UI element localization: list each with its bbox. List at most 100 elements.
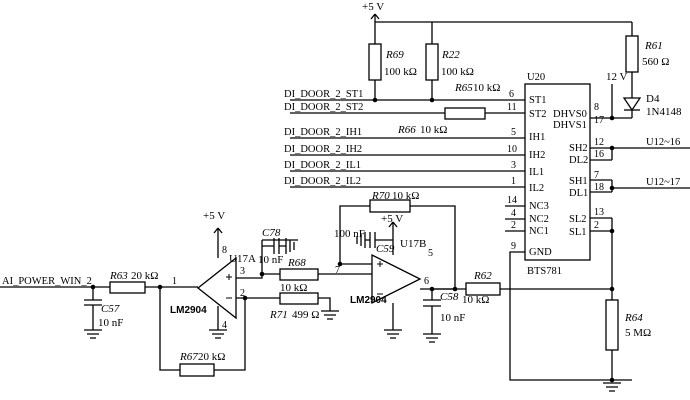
c59-ref: C59	[376, 243, 395, 255]
resistor-r62: R62 10 kΩ	[462, 270, 501, 306]
d4-part: 1N4148	[646, 106, 682, 118]
top-vcc-label: +5 V	[362, 1, 384, 13]
ic-pin-num: 7	[594, 170, 599, 181]
ic-pin-name: SL1	[569, 227, 587, 238]
ic-pin-num: 5	[511, 127, 516, 138]
opamp-b-part: LM2904	[350, 295, 387, 306]
ic-part: BTS781	[527, 266, 562, 277]
signal-il1: DI_DOOR_2_IL1	[284, 160, 361, 171]
resistor-r70: R70 10 kΩ	[369, 190, 419, 213]
opamp-b-ref: U17B	[400, 238, 426, 250]
r66-value: 10 kΩ	[420, 124, 447, 136]
resistor-r61: R61 560 Ω	[625, 35, 669, 73]
r22-ref: R22	[441, 49, 460, 61]
r65-value: 10 kΩ	[473, 82, 500, 94]
r67-value: 20 kΩ	[198, 351, 225, 363]
ic-pin-name: GND	[529, 247, 552, 258]
opamp-b-pin-inv: 5	[428, 248, 433, 259]
ic-pin-name: SH1	[569, 176, 588, 187]
opamp-a-pin-noninv: 3	[240, 266, 245, 277]
ic-pin-name: DL1	[569, 188, 588, 199]
diode-d4: 12 V D4 1N4148	[606, 71, 682, 118]
c57-ref: C57	[101, 303, 120, 315]
resistor-r67: R67 20 kΩ	[179, 351, 225, 377]
r63-ref: R63	[109, 270, 128, 282]
ic-pin-name: ST1	[529, 95, 547, 106]
resistor-r63: R63 20 kΩ	[109, 270, 158, 294]
ic-pin-num: 10	[507, 144, 517, 155]
signal-st1: DI_DOOR_2_ST1	[284, 89, 363, 100]
ic-pin-num: 16	[594, 149, 604, 160]
opamp-a-pin-gnd: 4	[222, 320, 227, 331]
supply-labels: +5 V +5 V +5 V	[203, 1, 403, 234]
r70-value: 10 kΩ	[392, 190, 419, 202]
v12-label: 12 V	[606, 71, 628, 83]
opamp-u17a: 1 3 2 8 4 U17A LM2904	[170, 245, 256, 331]
opamp-a-part: LM2904	[170, 305, 207, 316]
r62-value: 10 kΩ	[462, 294, 489, 306]
resistor-r66: R66 10 kΩ	[397, 124, 447, 136]
r67-ref: R67	[179, 351, 198, 363]
c78-value: 10 nF	[258, 254, 283, 266]
ic-pin-name: NC3	[529, 201, 549, 212]
ic-pin-num: 3	[511, 160, 516, 171]
r69-value: 100 kΩ	[384, 66, 417, 78]
ic-u20: U20 BTS781 ST1 ST2 IH1 IH2 IL1 IL2 NC3 N…	[507, 72, 604, 277]
r66-ref: R66	[397, 124, 416, 136]
c78-ref: C78	[262, 227, 281, 239]
resistor-r68: R68	[279, 257, 319, 281]
ic-pin-num: 2	[594, 220, 599, 231]
opamp-b-pin-noninv: 7	[335, 265, 340, 276]
opamp-a-pin-v: 8	[222, 245, 227, 256]
r61-value: 560 Ω	[642, 56, 669, 68]
ic-pin-num: 12	[594, 137, 604, 148]
ic-pin-num: 14	[507, 195, 517, 206]
output-u12-17: U12~17	[646, 177, 680, 188]
opamp-a-pin-inv: 2	[240, 288, 245, 299]
ic-pin-num: 1	[511, 176, 516, 187]
ic-pin-name: DHVS1	[553, 120, 587, 131]
resistor-r71: 10 kΩ R71 499 Ω	[269, 282, 319, 321]
c57-value: 10 nF	[98, 317, 123, 329]
capacitor-c57: C57 10 nF	[84, 299, 123, 329]
r61-ref: R61	[644, 40, 663, 52]
opamp-a-vcc-label: +5 V	[203, 210, 225, 222]
r64-ref: R64	[624, 312, 643, 324]
ic-pin-name: DHVS0	[553, 109, 587, 120]
r69-ref: R69	[385, 49, 404, 61]
opamp-a-ref: U17A	[229, 253, 256, 265]
opamp-u17b: 7 5 6 U17B LM2904	[335, 238, 433, 306]
r68-value: 10 kΩ	[280, 282, 307, 294]
r71-ref: R71	[269, 309, 288, 321]
r68-ref: R68	[287, 257, 306, 269]
ic-pin-name: SH2	[569, 143, 588, 154]
opamp-b-vcc-label: +5 V	[381, 213, 403, 225]
signal-il2: DI_DOOR_2_IL2	[284, 176, 361, 187]
ic-pin-name: NC1	[529, 226, 549, 237]
resistor-r64: R64 5 MΩ	[605, 299, 651, 351]
signal-labels: DI_DOOR_2_ST1 DI_DOOR_2_ST2 DI_DOOR_2_IH…	[2, 89, 680, 287]
resistor-r22: R22 100 kΩ	[425, 43, 474, 81]
capacitor-c78: C78 10 nF	[258, 227, 286, 266]
resistor-r65: R65 10 kΩ	[444, 82, 500, 120]
ic-ref: U20	[527, 72, 545, 83]
c58-ref: C58	[440, 291, 459, 303]
opamp-a-pin-out: 1	[172, 276, 177, 287]
signal-ih2: DI_DOOR_2_IH2	[284, 144, 362, 155]
c59-value: 100 nF	[334, 228, 365, 240]
c58-value: 10 nF	[440, 312, 465, 324]
wires	[0, 14, 690, 381]
r65-ref: R65	[454, 82, 473, 94]
r71-value: 499 Ω	[292, 309, 319, 321]
opamp-b-pin-out: 6	[424, 276, 429, 287]
capacitor-c58: C58 10 nF	[423, 291, 465, 324]
ic-pin-num: 2	[511, 220, 516, 231]
ic-pin-num: 9	[511, 241, 516, 252]
ic-pin-name: ST2	[529, 109, 547, 120]
ground-symbols	[84, 232, 621, 392]
signal-ai-input: AI_POWER_WIN_2	[2, 276, 92, 287]
r62-ref: R62	[473, 270, 492, 282]
ic-pin-num: 8	[594, 102, 599, 113]
ic-pin-name: SL2	[569, 214, 587, 225]
